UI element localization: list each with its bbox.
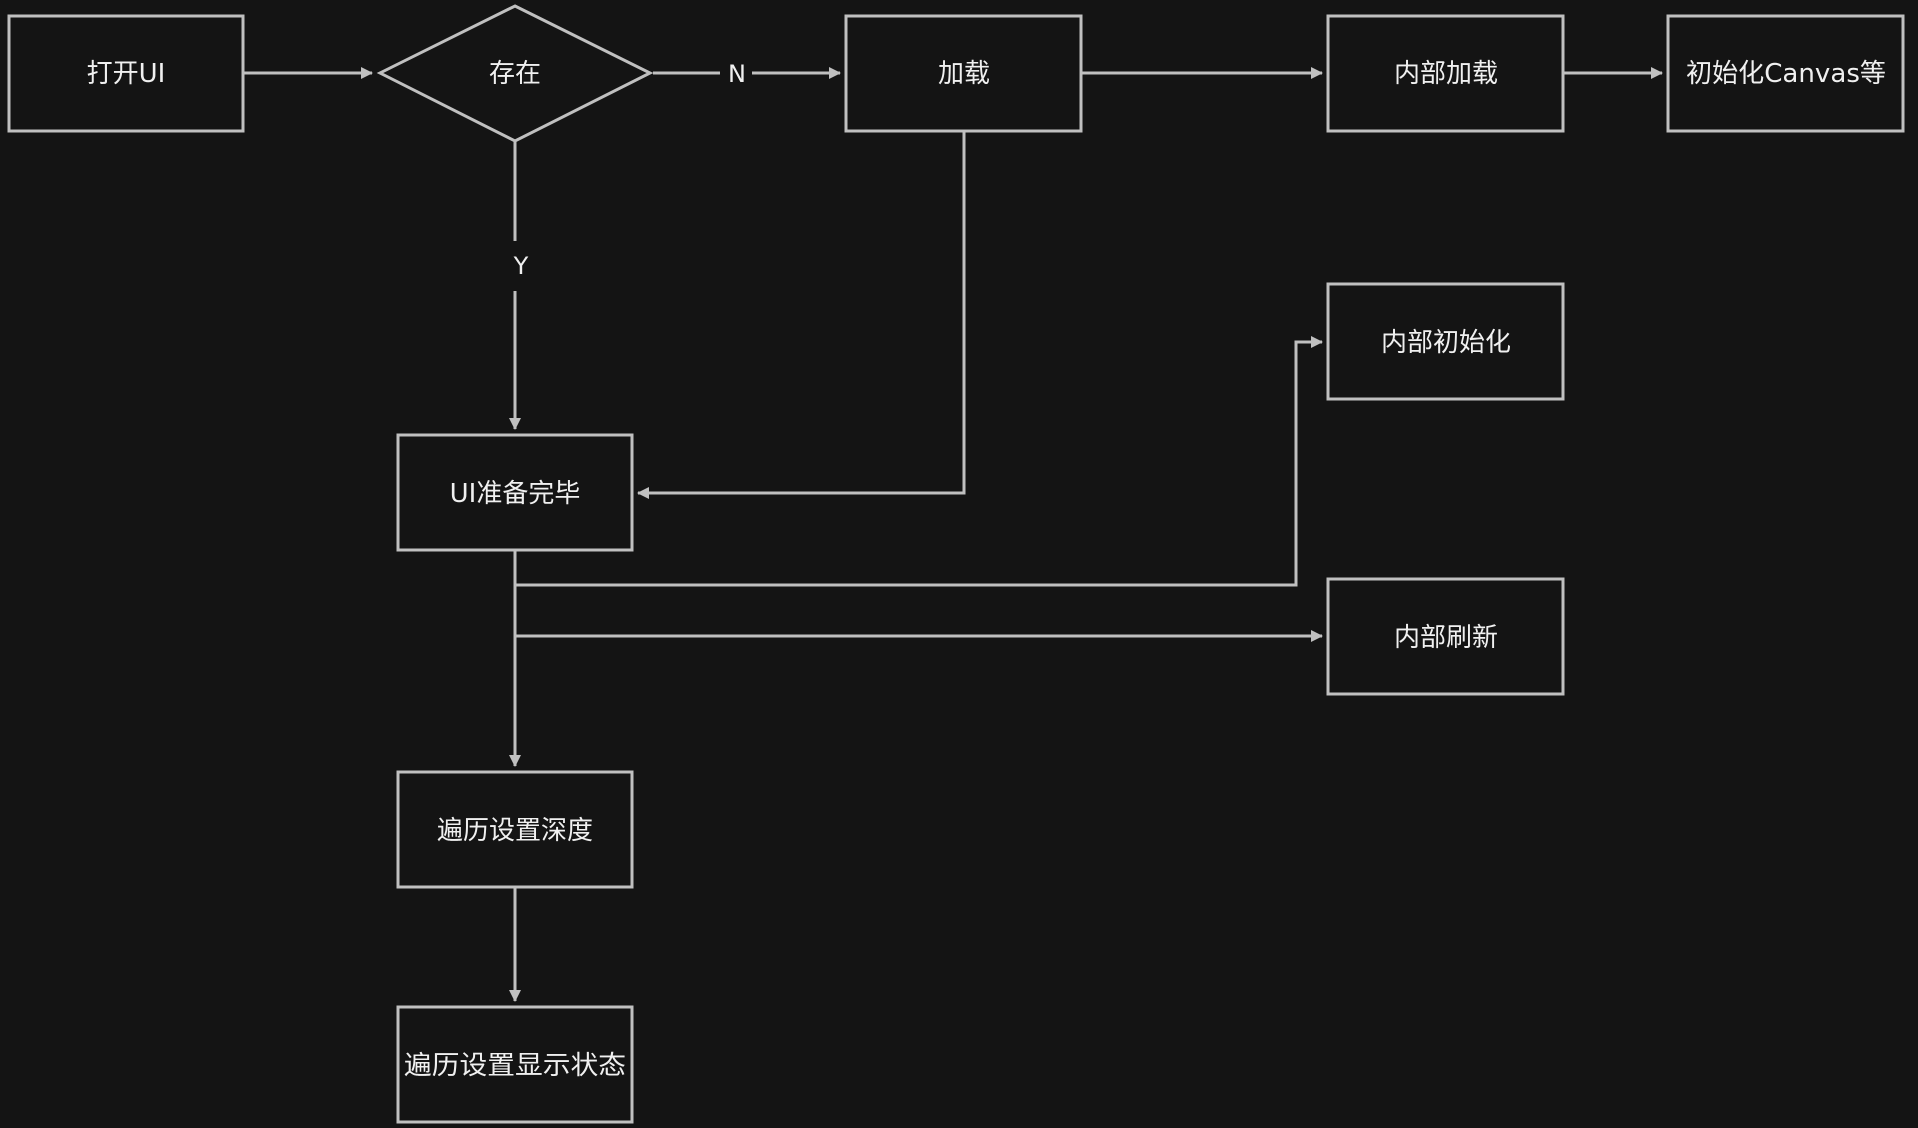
edge-ui-ready-to-internal-init [513, 336, 1323, 587]
node-init-canvas[interactable]: 初始化Canvas等 [1666, 14, 1905, 133]
node-load-label: 加载 [938, 59, 990, 89]
node-internal-refresh-label: 内部刷新 [1394, 623, 1498, 653]
node-exists-decision[interactable]: 存在 [376, 4, 654, 143]
edge-label-n: N [728, 60, 746, 88]
edge-load-to-ui-ready [637, 131, 966, 499]
node-internal-init-label: 内部初始化 [1381, 328, 1511, 358]
node-ui-ready-label: UI准备完毕 [450, 479, 581, 509]
node-load[interactable]: 加载 [844, 14, 1083, 133]
node-open-ui[interactable]: 打开UI [7, 14, 245, 133]
node-set-depth[interactable]: 遍历设置深度 [396, 770, 634, 889]
node-set-depth-label: 遍历设置深度 [437, 816, 593, 846]
node-init-canvas-label: 初始化Canvas等 [1686, 59, 1886, 89]
node-internal-refresh[interactable]: 内部刷新 [1326, 577, 1565, 696]
edge-label-y: Y [513, 252, 529, 280]
node-set-visibility[interactable]: 遍历设置显示状态 [396, 1005, 634, 1124]
node-internal-load[interactable]: 内部加载 [1326, 14, 1565, 133]
node-internal-init[interactable]: 内部初始化 [1326, 282, 1565, 401]
node-open-ui-label: 打开UI [87, 59, 166, 89]
node-ui-ready[interactable]: UI准备完毕 [396, 433, 634, 552]
node-exists-label: 存在 [489, 59, 541, 89]
node-internal-load-label: 内部加载 [1394, 59, 1498, 89]
node-set-visibility-label: 遍历设置显示状态 [404, 1051, 626, 1081]
